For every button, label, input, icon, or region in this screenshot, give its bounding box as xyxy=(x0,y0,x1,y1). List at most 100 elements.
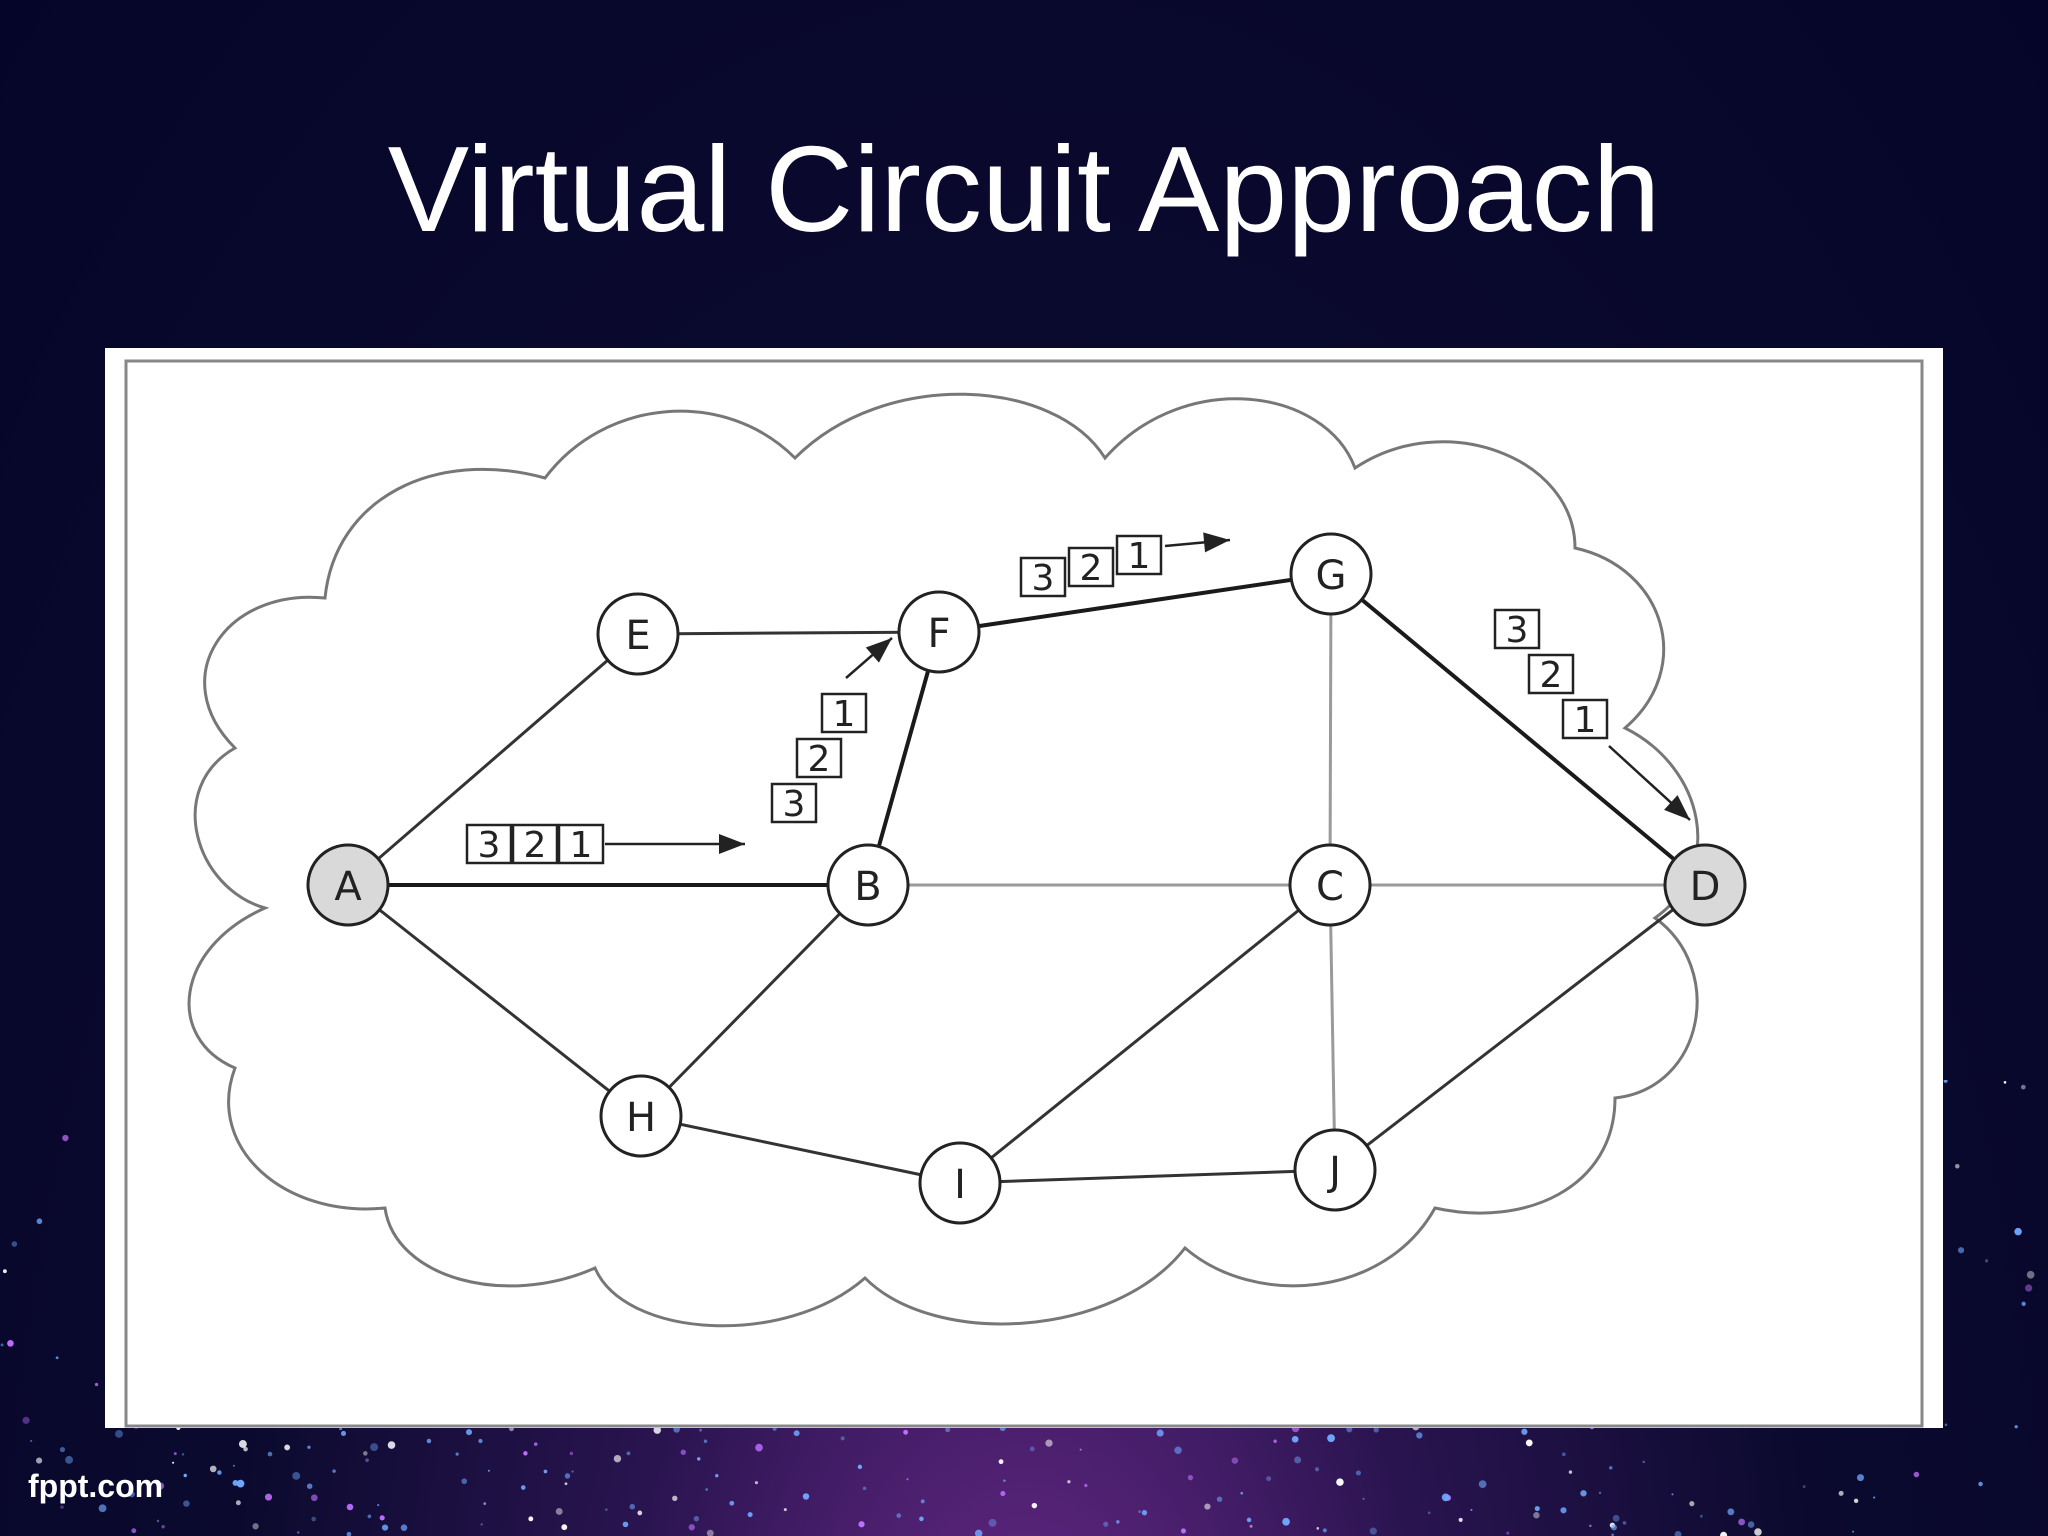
sparkle-dot xyxy=(561,1524,568,1531)
sparkle-dot xyxy=(1067,1480,1071,1484)
sparkle-dot xyxy=(426,1438,432,1444)
sparkle-dot xyxy=(340,1430,347,1436)
sparkle-dot xyxy=(1957,1247,1965,1254)
sparkle-dot xyxy=(1913,1471,1920,1478)
node-f: F xyxy=(897,590,981,674)
link-i-j xyxy=(959,1168,1336,1185)
node-i: I xyxy=(918,1141,1002,1225)
node-label: H xyxy=(626,1095,656,1141)
sparkle-dot xyxy=(478,1438,483,1444)
node-circle xyxy=(596,592,680,676)
sparkle-dot xyxy=(55,1356,59,1360)
sparkle-dot xyxy=(65,1455,73,1464)
sparkle-dot xyxy=(1622,1521,1627,1525)
sparkle-dot xyxy=(465,1429,473,1436)
sparkle-dot xyxy=(1294,1456,1302,1464)
sparkle-dot xyxy=(1560,1507,1567,1514)
sparkle-dot xyxy=(543,1469,548,1474)
sparkle-dot xyxy=(455,1452,459,1456)
sparkle-dot xyxy=(1045,1439,1053,1447)
sparkle-dot xyxy=(59,1446,66,1453)
sparkle-dot xyxy=(747,1512,753,1518)
sparkle-dot xyxy=(533,1442,538,1446)
svg-text:1: 1 xyxy=(833,694,856,735)
sparkle-dot xyxy=(1273,1439,1277,1443)
packet-3: 3 xyxy=(465,823,513,866)
sparkle-dot xyxy=(672,1495,678,1502)
sparkle-dot xyxy=(217,1470,222,1475)
direction-arrow xyxy=(1608,745,1691,821)
packet-2: 2 xyxy=(1527,653,1575,696)
sparkle-dot xyxy=(1246,1517,1252,1523)
sparkle-dot xyxy=(783,1508,787,1512)
sparkle-dot xyxy=(306,1483,313,1489)
sparkle-dot xyxy=(564,1482,568,1486)
sparkle-dot xyxy=(379,1515,385,1521)
svg-text:2: 2 xyxy=(1540,655,1563,696)
sparkle-dot xyxy=(209,1465,217,1473)
sparkle-dot xyxy=(0,1343,4,1347)
sparkle-dot xyxy=(564,1473,571,1479)
packet-1: 1 xyxy=(820,692,868,735)
svg-text:3: 3 xyxy=(478,825,501,866)
sparkle-dot xyxy=(7,1340,14,1347)
sparkle-dot xyxy=(1240,1491,1244,1495)
node-d: D xyxy=(1663,843,1747,927)
sparkle-dot xyxy=(1327,1434,1336,1443)
node-c: C xyxy=(1288,843,1372,927)
node-label: J xyxy=(1326,1149,1341,1195)
sparkle-dot xyxy=(252,1523,259,1530)
sparkle-dot xyxy=(919,1516,924,1522)
svg-text:3: 3 xyxy=(783,784,806,825)
sparkle-dot xyxy=(11,1241,18,1247)
sparkle-dot xyxy=(36,1218,43,1225)
node-circle xyxy=(599,1074,683,1158)
sparkle-dot xyxy=(363,1451,368,1456)
sparkle-dot xyxy=(604,1508,608,1512)
sparkle-dot xyxy=(1747,1521,1755,1528)
sparkle-dot xyxy=(1534,1506,1540,1512)
sparkle-dot xyxy=(115,1429,123,1438)
sparkle-dot xyxy=(1427,1511,1431,1515)
sparkle-dot xyxy=(2014,1227,2022,1236)
sparkle-dot xyxy=(696,1457,701,1461)
node-circle xyxy=(1289,532,1373,616)
sparkle-dot xyxy=(267,1451,273,1457)
sparkle-dot xyxy=(1838,1490,1844,1496)
sparkle-dot xyxy=(974,1529,983,1536)
sparkle-dot xyxy=(622,1521,629,1528)
sparkle-dot xyxy=(183,1473,187,1478)
sparkle-dot xyxy=(487,1469,490,1472)
sparkle-dot xyxy=(2020,1084,2026,1090)
sparkle-dot xyxy=(1187,1475,1194,1481)
packet-3: 3 xyxy=(1493,608,1541,651)
sparkle-dot xyxy=(461,1478,468,1485)
sparkle-dot xyxy=(637,1510,643,1516)
sparkle-dot xyxy=(1699,1514,1703,1518)
sparkle-dot xyxy=(571,1470,574,1473)
sparkle-dot xyxy=(1674,1530,1682,1536)
sparkle-dot xyxy=(2025,1284,2033,1292)
sparkle-dot xyxy=(173,1452,177,1456)
sparkle-dot xyxy=(1141,1509,1148,1516)
direction-arrow xyxy=(605,834,745,854)
sparkle-dot xyxy=(705,1488,708,1491)
sparkle-dot xyxy=(377,1503,380,1507)
sparkle-dot xyxy=(1533,1511,1540,1519)
node-label: D xyxy=(1690,864,1721,910)
sparkle-dot xyxy=(1000,1491,1006,1497)
sparkle-dot xyxy=(284,1444,291,1451)
sparkle-dot xyxy=(857,1464,863,1470)
sparkle-dot xyxy=(906,1478,909,1481)
sparkle-dot xyxy=(858,1521,865,1528)
sparkle-dot xyxy=(1802,1485,1806,1488)
sparkle-dot xyxy=(307,1445,311,1449)
node-circle xyxy=(897,590,981,674)
sparkle-dot xyxy=(1138,1510,1142,1514)
sparkle-dot xyxy=(629,1503,636,1510)
sparkle-dot xyxy=(703,1439,708,1443)
sparkle-dot xyxy=(264,1493,273,1501)
sparkle-dot xyxy=(706,1529,714,1536)
